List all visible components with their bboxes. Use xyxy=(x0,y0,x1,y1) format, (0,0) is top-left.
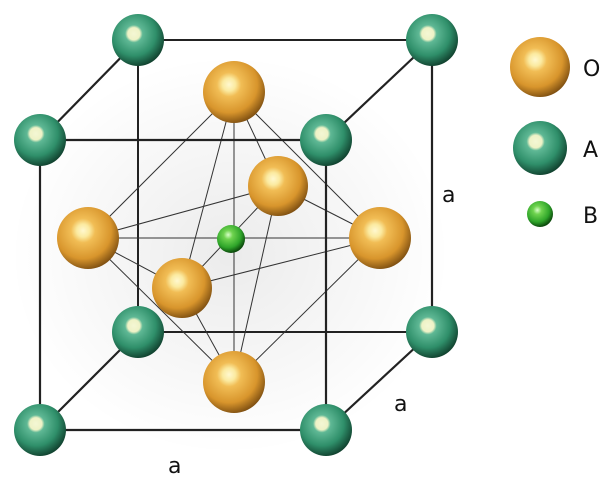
legend-swatch-a xyxy=(513,121,567,175)
atom-o-bottom xyxy=(203,351,265,413)
legend: O A B xyxy=(510,37,600,229)
atom-a-front-top-left xyxy=(14,114,66,166)
atom-a-front-bottom-left xyxy=(14,404,66,456)
atom-a-back-top-left xyxy=(112,14,164,66)
legend-label-a: A xyxy=(583,138,598,163)
atom-o-front xyxy=(152,258,212,318)
edge-label-right: a xyxy=(442,183,455,208)
atom-o-right xyxy=(349,207,411,269)
legend-label-b: B xyxy=(583,204,598,229)
atoms-a-back xyxy=(112,14,458,358)
legend-label-o: O xyxy=(583,57,600,82)
atom-a-back-bottom-right xyxy=(406,306,458,358)
atom-o-back xyxy=(248,156,308,216)
legend-item-a: A xyxy=(513,121,598,175)
atom-o-left xyxy=(57,207,119,269)
atoms-a-front xyxy=(14,114,352,456)
edge-label-depth: a xyxy=(394,392,407,417)
octahedron-atoms xyxy=(57,61,411,413)
atom-o-top xyxy=(203,61,265,123)
legend-item-o: O xyxy=(510,37,600,97)
legend-item-b: B xyxy=(527,201,598,229)
legend-swatch-o xyxy=(510,37,570,97)
atom-a-back-top-right xyxy=(406,14,458,66)
atom-a-front-bottom-right xyxy=(300,404,352,456)
legend-swatch-b xyxy=(527,201,553,227)
edge-label-bottom: a xyxy=(168,454,181,479)
atom-b-center xyxy=(217,225,245,253)
atom-a-back-bottom-left xyxy=(112,306,164,358)
atom-a-front-top-right xyxy=(300,114,352,166)
